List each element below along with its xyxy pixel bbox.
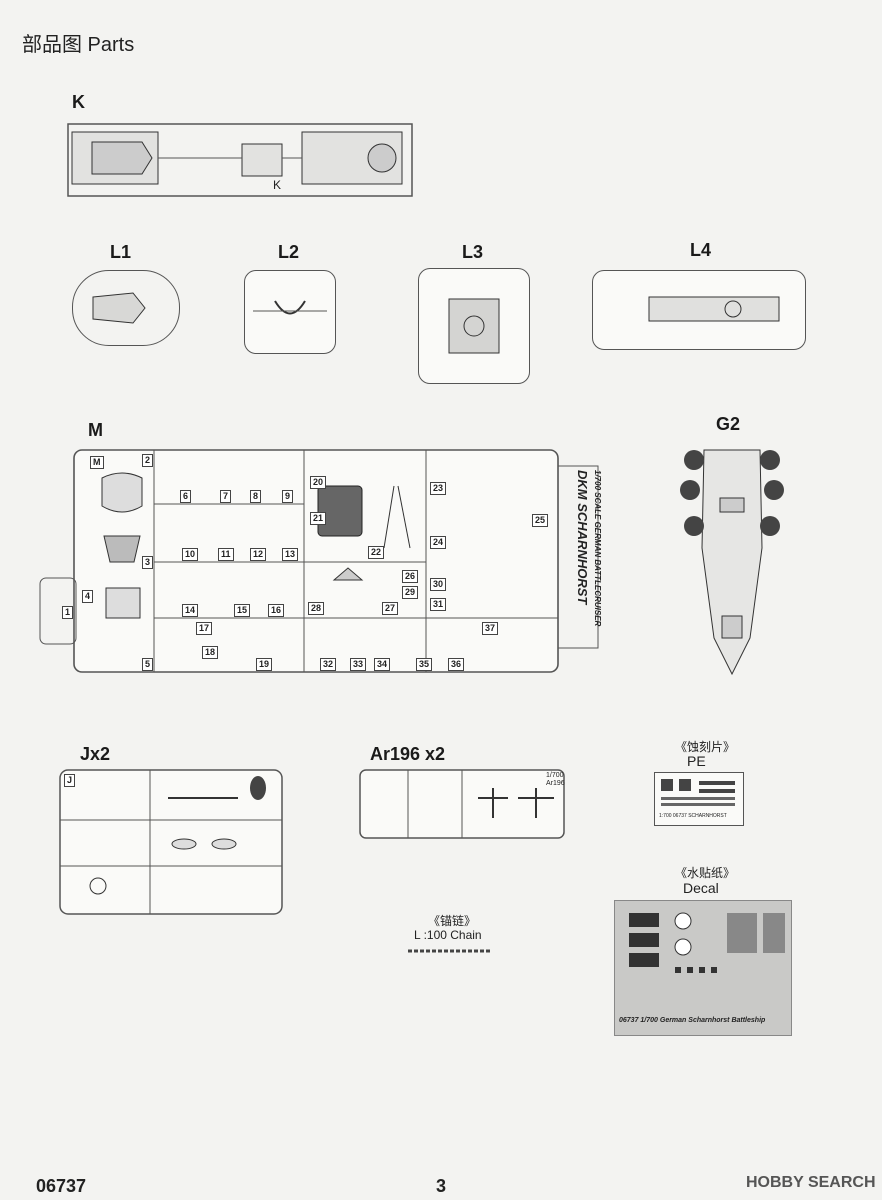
sprue-l3 — [418, 268, 530, 384]
footer-code: 06737 — [36, 1176, 87, 1196]
decal-sheet: 06737 1/700 German Scharnhorst Battleshi… — [614, 900, 792, 1036]
part-number: 36 — [448, 658, 465, 671]
pe-code: 1:700 06737 SCHARNHORST — [659, 813, 727, 819]
sprue-m: M 2 3 4 1 5 6 7 8 9 10 11 12 13 14 15 16… — [38, 446, 602, 676]
pe-sheet: 1:700 06737 SCHARNHORST — [654, 772, 744, 826]
part-number: 26 — [402, 570, 419, 583]
sprue-m-label: M — [88, 420, 103, 440]
part-number: 9 — [282, 490, 294, 503]
sprue-j-tag: J — [64, 774, 76, 787]
part-number: 31 — [430, 598, 447, 611]
sprue-j: J — [58, 768, 284, 916]
sprue-l1-label: L1 — [110, 242, 132, 262]
part-number: 5 — [142, 658, 154, 671]
footer-page: 3 — [436, 1176, 447, 1196]
part-number: 24 — [430, 536, 447, 549]
sprue-l4-label: L4 — [690, 240, 712, 260]
part-number: 20 — [310, 476, 327, 489]
part-number: 35 — [416, 658, 433, 671]
page-title: 部品图 Parts — [22, 34, 135, 56]
part-number: 29 — [402, 586, 419, 599]
chain-image — [406, 946, 492, 956]
part-number: 27 — [382, 602, 399, 615]
part-number: 17 — [196, 622, 213, 635]
part-number: 22 — [368, 546, 385, 559]
decal-sheet-text: 06737 1/700 German Scharnhorst Battleshi… — [619, 1017, 766, 1024]
part-number: 13 — [282, 548, 299, 561]
ar196-tag-1: 1/700 — [546, 772, 564, 779]
part-number: 10 — [182, 548, 199, 561]
sprue-k-label: K — [72, 92, 85, 112]
part-number: 16 — [268, 604, 285, 617]
sprue-m-side-text-1: 1/700 SCALE GERMAN BATTLECRUISER — [593, 470, 602, 627]
part-number: 34 — [374, 658, 391, 671]
sprue-g2 — [676, 438, 788, 678]
pe-caption: 《蚀刻片》 — [675, 740, 736, 754]
decal-caption: 《水贴纸》 — [675, 866, 736, 880]
part-number: 28 — [308, 602, 325, 615]
part-number: 25 — [532, 514, 549, 527]
part-number: 4 — [82, 590, 94, 603]
sprue-jx2-label: Jx2 — [80, 744, 111, 764]
part-number: 19 — [256, 658, 273, 671]
part-number: 18 — [202, 646, 219, 659]
sprue-m-side-text-2: DKM SCHARNHORST — [575, 470, 590, 605]
ar196-tag-2: Ar196 — [546, 780, 565, 787]
part-number: 8 — [250, 490, 262, 503]
sprue-l2-label: L2 — [278, 242, 300, 262]
chain-caption: 《锚链》 — [428, 914, 477, 928]
part-number: 1 — [62, 606, 74, 619]
sprue-ar196-label: Ar196 x2 — [370, 744, 446, 764]
sprue-m-tag: M — [90, 456, 104, 469]
part-number: 30 — [430, 578, 447, 591]
part-number: 15 — [234, 604, 251, 617]
sprue-l2 — [244, 270, 336, 354]
part-number: 23 — [430, 482, 447, 495]
sprue-l4 — [592, 270, 806, 350]
part-number: 12 — [250, 548, 267, 561]
sprue-l1 — [72, 270, 180, 346]
part-number: 11 — [218, 548, 234, 561]
sprue-g2-label: G2 — [716, 414, 741, 434]
part-number: 21 — [310, 512, 327, 525]
chain-label: L :100 Chain — [414, 928, 482, 942]
watermark: HOBBY SEARCH — [746, 1174, 876, 1191]
decal-label: Decal — [683, 880, 719, 896]
part-number: 6 — [180, 490, 192, 503]
part-number: 7 — [220, 490, 232, 503]
sprue-k — [62, 112, 418, 204]
part-number: 3 — [142, 556, 154, 569]
pe-label: PE — [687, 753, 706, 769]
part-number: 37 — [482, 622, 499, 635]
part-number: 2 — [142, 454, 154, 467]
sprue-k-tag: K — [273, 178, 282, 192]
part-number: 33 — [350, 658, 367, 671]
part-number: 14 — [182, 604, 199, 617]
sprue-ar196: 1/700 Ar196 — [358, 768, 566, 840]
part-number: 32 — [320, 658, 337, 671]
sprue-l3-label: L3 — [462, 242, 484, 262]
